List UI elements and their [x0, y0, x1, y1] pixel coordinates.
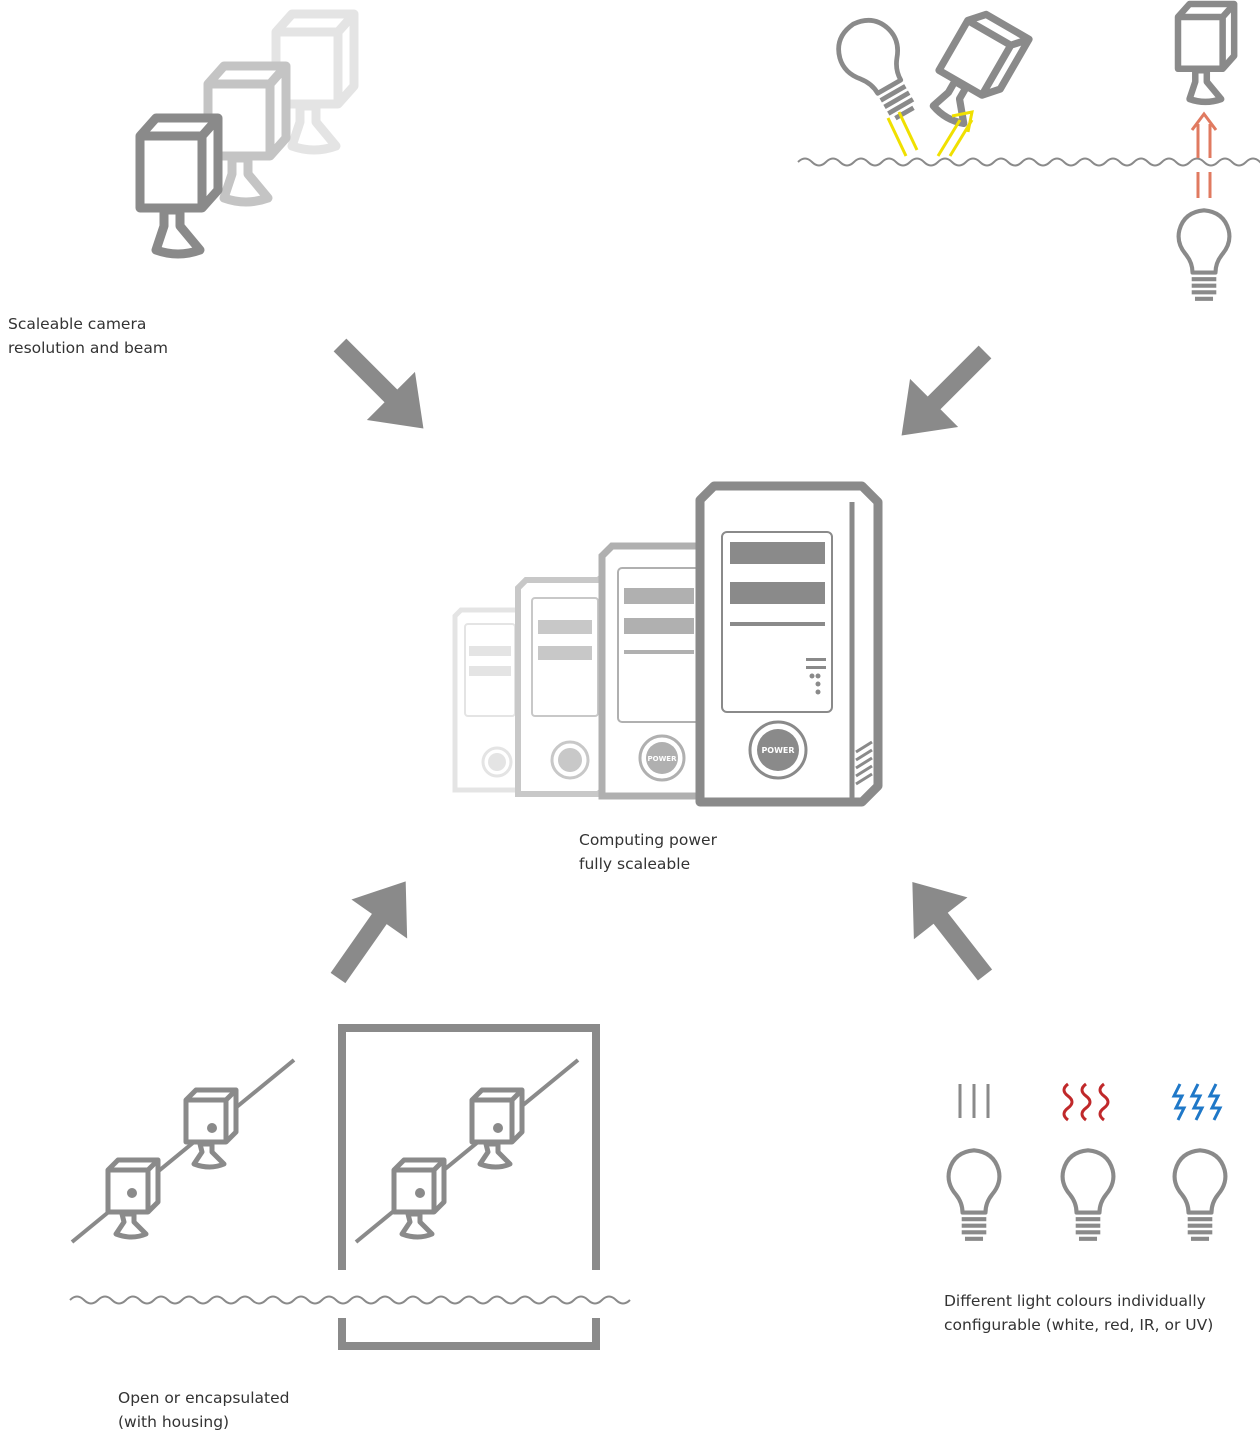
- light-colours-group: [949, 1082, 1226, 1239]
- light-axis-line: [354, 1058, 580, 1244]
- arrow-icon: [310, 861, 434, 998]
- computer-tower-icon: POWER: [598, 525, 718, 800]
- white-light-rays: [958, 1084, 990, 1118]
- computer-tower-icon: [515, 563, 613, 797]
- camera-icon: [394, 1160, 444, 1237]
- camera-icon: [140, 118, 218, 254]
- caption-line: Computing power: [579, 831, 717, 849]
- caption-line: resolution and beam: [8, 339, 168, 357]
- housing-group: [69, 1024, 631, 1350]
- light-bulb-icon: [1175, 1150, 1226, 1239]
- light-bulb-icon: [1179, 210, 1230, 299]
- housing-box-icon: [338, 1024, 600, 1270]
- red-light-waves: [1062, 1082, 1110, 1122]
- power-label: POWER: [648, 755, 678, 763]
- conveyor-line-icon: [797, 157, 1260, 167]
- camera-scaling-group: [140, 14, 354, 254]
- caption-housing: Open or encapsulated (with housing): [118, 1386, 289, 1434]
- camera-icon: [1178, 4, 1234, 102]
- caption-camera-scaling: Scaleable camera resolution and beam: [8, 312, 168, 360]
- arrow-icon: [315, 320, 448, 453]
- light-axis-line: [70, 1058, 296, 1244]
- power-label: POWER: [761, 746, 794, 755]
- caption-line: Different light colours individually: [944, 1292, 1206, 1310]
- light-bulb-icon: [828, 9, 930, 127]
- arrow-icon: [877, 327, 1010, 460]
- caption-line: fully scaleable: [579, 855, 691, 873]
- caption-light-colours: Different light colours individually con…: [944, 1289, 1213, 1337]
- computer-tower-icon: POWER: [695, 481, 883, 807]
- computer-tower-icon: [452, 595, 528, 793]
- camera-icon: [108, 1160, 158, 1237]
- caption-computing: Computing power fully scaleable: [579, 828, 717, 876]
- caption-line: Scaleable camera: [8, 315, 147, 333]
- arrow-icon: [885, 861, 1012, 996]
- housing-box-icon: [338, 1318, 600, 1350]
- computing-towers-group: POWER POWER: [452, 481, 883, 807]
- caption-line: Open or encapsulated: [118, 1389, 290, 1407]
- caption-line: (with housing): [118, 1413, 230, 1431]
- conveyor-line-icon: [69, 1295, 631, 1305]
- reflected-light-beam: [886, 110, 974, 157]
- light-bulb-icon: [1063, 1150, 1114, 1239]
- camera-icon: [921, 8, 1029, 133]
- uv-light-zigzags: [1171, 1083, 1223, 1121]
- light-bulb-icon: [949, 1150, 1000, 1239]
- transmitted-light-beam: [1190, 111, 1218, 198]
- caption-line: configurable (white, red, IR, or UV): [944, 1316, 1214, 1334]
- lighting-setup-group: [797, 4, 1260, 299]
